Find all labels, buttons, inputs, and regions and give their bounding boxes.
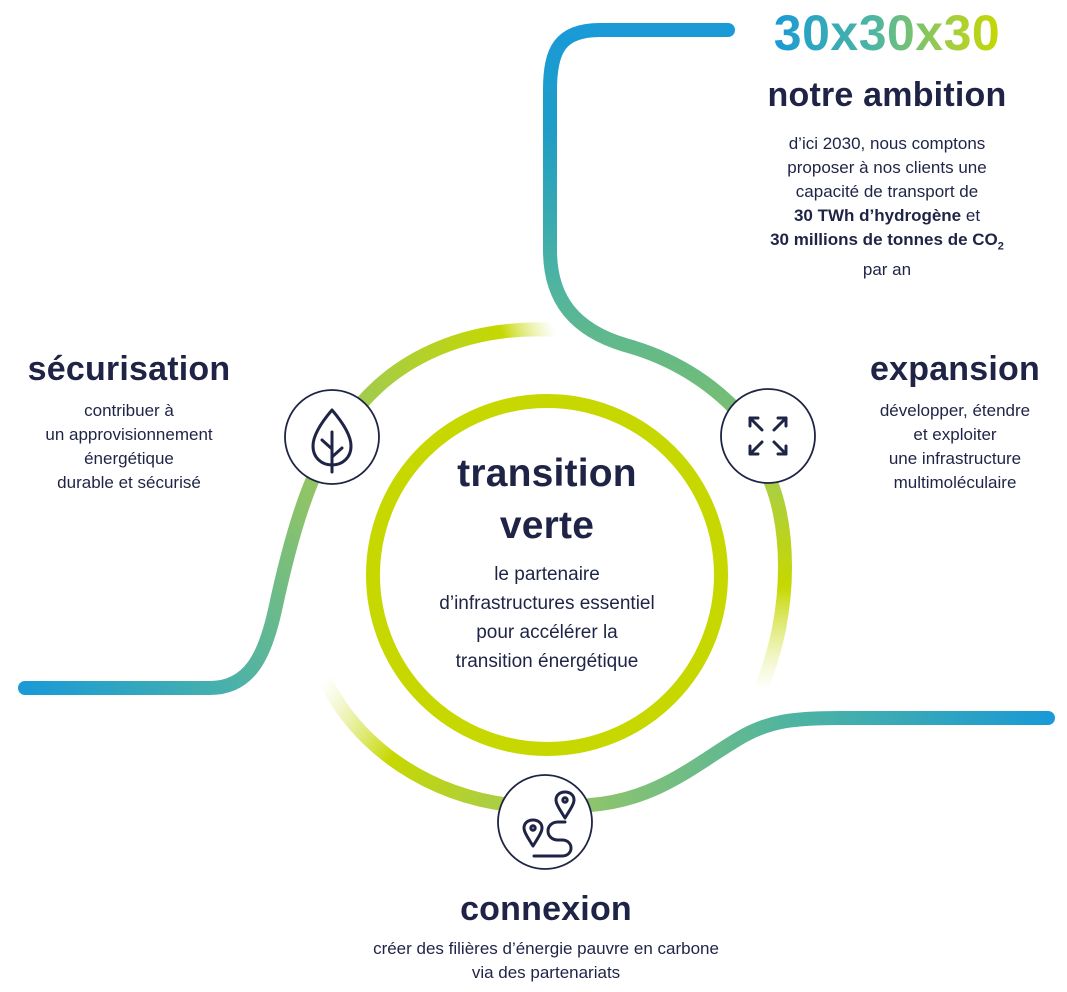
center-line-1: le partenaire [494, 564, 600, 585]
ambition-line-5: 30 millions de tonnes de CO2 [700, 228, 1067, 258]
ring-arc-bottom [318, 673, 517, 812]
expand-arrows-icon [748, 416, 788, 456]
expansion-title: expansion [870, 350, 1040, 388]
leaf-icon [311, 408, 353, 474]
connexion-block: connexion créer des filières d’énergie p… [280, 890, 812, 985]
securisation-line-1: contribuer à [84, 401, 174, 420]
node-connexion [497, 774, 593, 870]
securisation-line-3: énergétique [84, 449, 174, 468]
ring-arc-right [753, 463, 792, 697]
center-line-3: pour accélérer la [476, 622, 618, 643]
ambition-line-6: par an [862, 260, 912, 280]
ambition-co2-figure: 30 millions de tonnes de CO [770, 230, 998, 249]
ambition-line-3: capacité de transport de [795, 182, 979, 201]
node-securisation [284, 389, 380, 485]
expansion-line-4: multimoléculaire [893, 473, 1017, 492]
ambition-line-2: proposer à nos clients une [787, 158, 987, 177]
center-description: le partenaire d’infrastructures essentie… [397, 560, 697, 676]
ring-arc-top-left [338, 322, 562, 432]
pipeline-top [543, 23, 752, 427]
securisation-line-2: un approvisionnement [45, 425, 213, 444]
center-line-2: d’infrastructures essentiel [439, 593, 655, 614]
securisation-block: sécurisation contribuer à un approvision… [0, 350, 258, 495]
center-line-4: transition énergétique [455, 651, 639, 672]
expansion-line-2: et exploiter [913, 425, 997, 444]
securisation-description: contribuer à un approvisionnement énergé… [0, 399, 258, 495]
connexion-line-2: via des partenariats [471, 963, 621, 982]
connexion-description: créer des filières d’énergie pauvre en c… [280, 937, 812, 985]
route-pins-icon [522, 790, 576, 858]
ambition-description: d’ici 2030, nous comptons proposer à nos… [700, 132, 1067, 282]
center-title-line-2: verte [499, 504, 595, 547]
connexion-title: connexion [460, 890, 632, 928]
expansion-line-3: une infrastructure [888, 449, 1022, 468]
center-ring [366, 394, 728, 756]
expansion-line-1: développer, étendre [879, 401, 1031, 420]
ambition-title: notre ambition [767, 76, 1007, 114]
expansion-description: développer, étendre et exploiter une inf… [850, 399, 1060, 495]
expansion-block: expansion développer, étendre et exploit… [850, 350, 1060, 495]
center-title-line-1: transition [457, 452, 637, 495]
securisation-title: sécurisation [27, 350, 231, 388]
connexion-line-1: créer des filières d’énergie pauvre en c… [373, 939, 719, 958]
node-expansion [720, 388, 816, 484]
pipeline-right [583, 711, 1055, 812]
ambition-co2-subscript: 2 [997, 240, 1004, 253]
securisation-line-4: durable et sécurisé [57, 473, 201, 492]
ambition-big-title: 30x30x30 [700, 4, 1067, 62]
ambition-line-1: d’ici 2030, nous comptons [788, 134, 986, 153]
ambition-hydrogen-figure: 30 TWh d’hydrogène [793, 206, 962, 225]
center-block: transition verte le partenaire d’infrast… [397, 448, 697, 676]
ambition-big-title-text: 30x30x30 [773, 5, 1001, 61]
ambition-line-4: 30 TWh d’hydrogène et [700, 204, 1067, 228]
ambition-line-4-rest: et [961, 206, 981, 225]
